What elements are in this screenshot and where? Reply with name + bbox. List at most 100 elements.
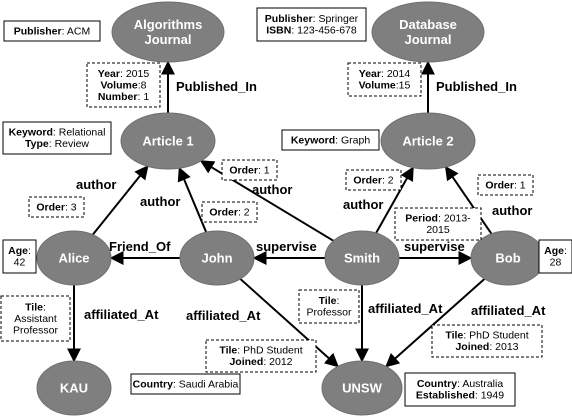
edge-arrow <box>375 166 414 234</box>
property-value: : Review <box>49 138 90 150</box>
node-label: Bob <box>495 251 520 266</box>
property-box-border <box>2 121 112 155</box>
edge-arrow <box>444 165 493 235</box>
edge-label: Friend_Of <box>109 239 171 254</box>
node-label: UNSW <box>342 381 382 396</box>
property-value: : 1 <box>258 164 270 176</box>
property-box-border <box>347 62 422 97</box>
property-value: Professor <box>13 324 58 336</box>
property-line: Tile: <box>25 301 46 313</box>
property-line: Country: Saudi Arabia <box>133 378 239 390</box>
node-alice[interactable]: Alice <box>36 230 112 286</box>
node-label: KAU <box>60 381 88 396</box>
node-article1[interactable]: Article 1 <box>120 112 216 170</box>
property-value: :15 <box>396 80 411 92</box>
property-box-kau-country: Country: Saudi Arabia <box>130 373 241 395</box>
property-key: Age <box>544 245 564 257</box>
edge-alice-author: author <box>76 165 149 236</box>
property-box-border <box>477 174 534 196</box>
property-line: 2015 <box>426 224 450 236</box>
property-key: ISBN <box>266 25 291 37</box>
property-value: : Springer <box>313 13 359 25</box>
property-key: Volume <box>359 80 396 92</box>
edge-arrow <box>385 278 486 368</box>
property-line: Tile: PhD Student <box>219 345 302 357</box>
edge-smith-author-a2: author <box>343 166 414 234</box>
node-label: Journal <box>145 32 192 47</box>
property-key: Order <box>485 179 514 191</box>
property-value: : 2 <box>238 206 250 218</box>
property-box-pub-acm: Publisher: ACM <box>3 20 101 42</box>
edge-label: supervise <box>256 239 317 254</box>
property-line: Year: 2014 <box>359 68 411 80</box>
property-box-order-smith-a1: Order: 1 <box>221 159 278 181</box>
property-line: Tile: PhD Student <box>445 330 528 342</box>
node-smith[interactable]: Smith <box>324 230 400 286</box>
node-ellipse <box>380 112 476 170</box>
property-value: 42 <box>14 257 26 269</box>
edge-label: supervise <box>404 239 465 254</box>
node-john[interactable]: John <box>179 230 255 286</box>
node-unsw[interactable]: UNSW <box>321 360 403 416</box>
edge-label: affiliated_At <box>84 307 159 322</box>
property-box-border <box>394 207 482 241</box>
edge-published-in-2: Published_In <box>421 60 517 113</box>
property-value: : 1 <box>138 91 150 103</box>
property-box-order-john: Order: 2 <box>201 201 258 223</box>
node-kau[interactable]: KAU <box>36 360 112 416</box>
node-ellipse <box>120 112 216 170</box>
property-box-order-alice: Order: 3 <box>28 196 85 218</box>
property-line: Joined: 2013 <box>455 341 518 353</box>
property-value: : 3 <box>65 201 77 213</box>
property-value: : PhD Student <box>237 345 302 357</box>
property-box-border <box>2 239 37 274</box>
property-key: Number <box>98 91 138 103</box>
node-bob[interactable]: Bob <box>470 230 546 286</box>
property-line: Professor <box>13 324 58 336</box>
property-line: 28 <box>550 257 562 269</box>
property-value: 2015 <box>426 224 450 236</box>
property-key: Joined <box>455 341 489 353</box>
property-key: Established <box>416 390 475 402</box>
property-key: Period <box>405 213 438 225</box>
property-line: Keyword: Graph <box>291 134 371 146</box>
property-value: Professor <box>307 307 352 319</box>
edge-friend-of: Friend_Of <box>109 239 180 265</box>
property-key: Publisher <box>265 13 313 25</box>
property-line: Number: 1 <box>98 91 150 103</box>
property-value: : Australia <box>457 378 503 390</box>
property-key: Keyword <box>9 127 53 139</box>
property-line: Order: 2 <box>209 206 249 218</box>
node-label: Smith <box>344 251 380 266</box>
edge-label: affiliated_At <box>186 308 261 323</box>
property-value: Assistant <box>14 313 57 325</box>
property-line: Year: 2015 <box>98 68 150 80</box>
property-line: Established: 1949 <box>416 390 504 402</box>
property-value: : 2013- <box>438 213 471 225</box>
property-box-border <box>281 129 380 151</box>
property-value: : Saudi Arabia <box>173 378 239 390</box>
edge-supervise-bob: supervise <box>399 239 473 265</box>
node-label: Algorithms <box>134 17 203 32</box>
property-value: : Relational <box>53 127 106 139</box>
edge-smith-affiliated: affiliated_At <box>355 285 443 363</box>
edge-john-author: author <box>140 166 208 233</box>
property-key: Year <box>359 68 381 80</box>
property-box-bob-age: Age:28 <box>538 239 572 274</box>
edge-john-affiliated: affiliated_At <box>186 278 339 368</box>
property-box-a2-keyword: Keyword: Graph <box>281 129 380 151</box>
property-line: Order: 1 <box>229 164 269 176</box>
edge-label: affiliated_At <box>471 303 546 318</box>
node-article2[interactable]: Article 2 <box>380 112 476 170</box>
edge-alice-affiliated: affiliated_At <box>67 285 159 363</box>
property-line: Age: <box>544 245 567 257</box>
property-value: : 1949 <box>475 390 504 402</box>
